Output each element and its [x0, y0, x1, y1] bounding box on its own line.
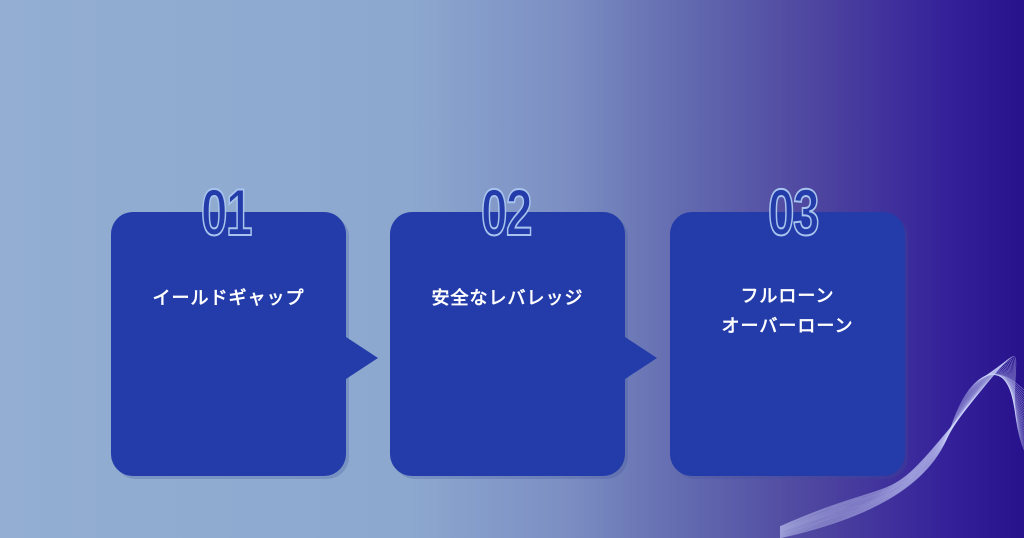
step-card-1: イールドギャップ	[111, 212, 346, 476]
decorative-wave-lines	[780, 356, 1024, 538]
step-2-number: 02	[480, 174, 533, 250]
step-2-label: 安全なレバレッジ	[431, 288, 584, 309]
step-1-number: 01	[200, 174, 253, 250]
arrow-right-icon	[346, 337, 378, 379]
step-1-label: イールドギャップ	[152, 288, 305, 309]
step-3-label: フルローンオーバーローン	[721, 286, 854, 337]
step-3-number: 03	[767, 174, 820, 250]
arrow-right-icon	[625, 337, 657, 379]
step-card-3: フルローンオーバーローン	[670, 212, 905, 476]
step-card-2: 安全なレバレッジ	[390, 212, 625, 476]
